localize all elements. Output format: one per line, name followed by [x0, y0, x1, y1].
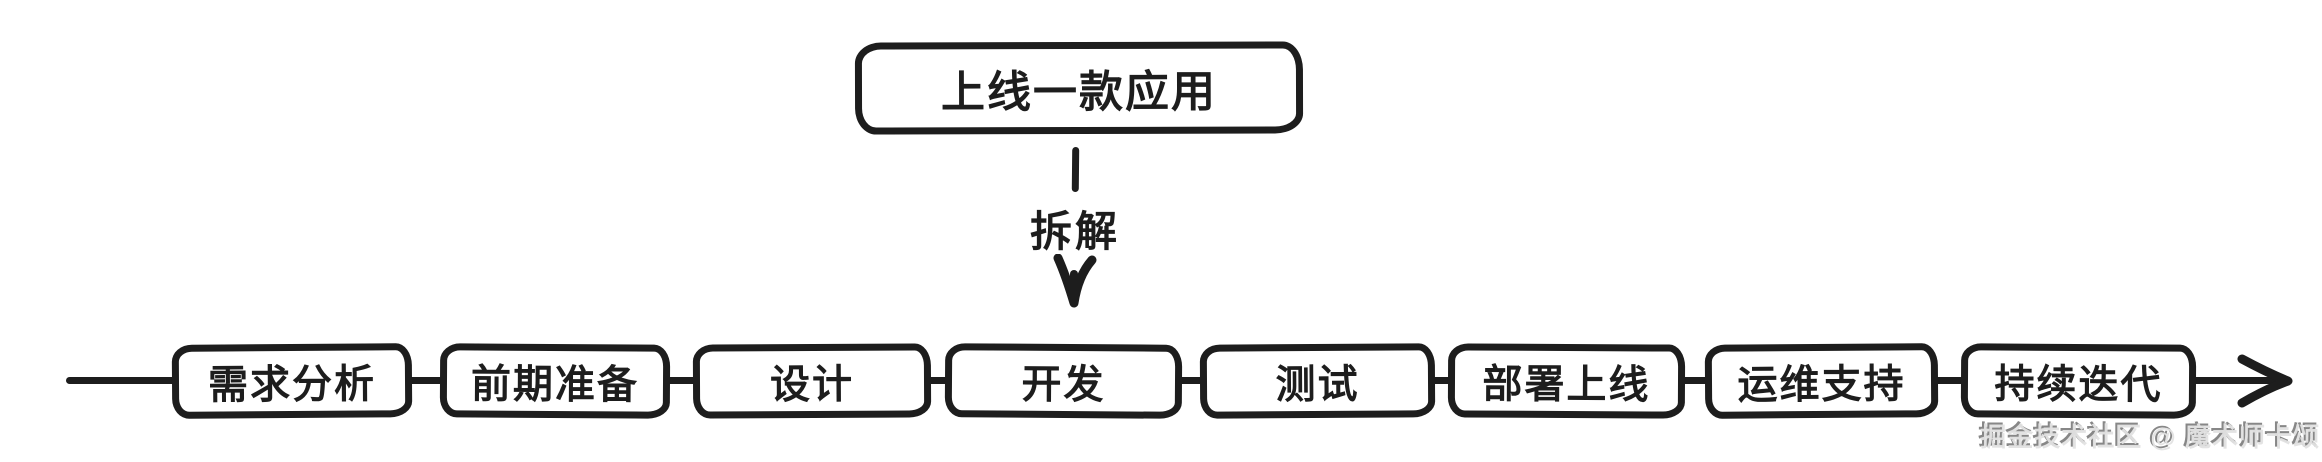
node-testing: 测试 [1199, 343, 1436, 419]
watermark: 掘金技术社区 @ 魔术师卡颂 [1980, 422, 2320, 452]
breakdown-edge-label: 拆解 [1029, 208, 1120, 255]
step-label: 前期准备 [470, 362, 640, 408]
step-label: 部署上线 [1482, 362, 1651, 408]
step-label: 需求分析 [207, 362, 377, 408]
breakdown-arrow-shaft [1071, 146, 1080, 193]
down-arrowhead-icon [1053, 254, 1097, 308]
step-label: 设计 [769, 362, 855, 408]
node-deployment: 部署上线 [1447, 343, 1686, 419]
step-label: 测试 [1275, 362, 1360, 408]
node-continuous-iteration: 持续迭代 [1960, 343, 2197, 419]
step-label: 运维支持 [1737, 362, 1906, 408]
step-label: 持续迭代 [1994, 362, 2163, 408]
node-launch-app-label: 上线一款应用 [940, 67, 1218, 118]
node-preparation: 前期准备 [439, 343, 671, 419]
step-label: 开发 [1021, 362, 1106, 408]
node-operations-support: 运维支持 [1704, 343, 1939, 419]
node-design: 设计 [692, 343, 932, 419]
node-development: 开发 [944, 343, 1183, 419]
node-launch-app: 上线一款应用 [854, 41, 1304, 135]
node-requirement-analysis: 需求分析 [171, 343, 413, 419]
right-arrowhead-icon [2237, 354, 2293, 408]
